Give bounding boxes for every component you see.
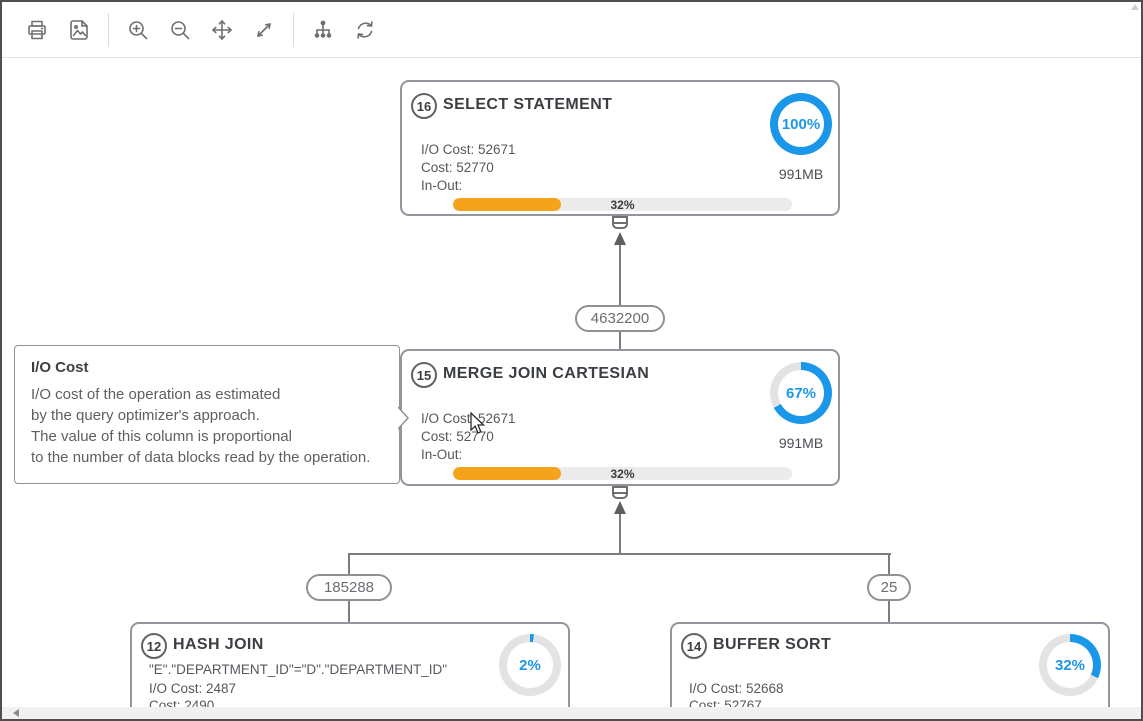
donut-percent-label: 2% bbox=[519, 656, 541, 674]
scroll-left-icon[interactable] bbox=[13, 709, 19, 717]
node-id-badge: 16 bbox=[411, 93, 437, 119]
tooltip-text: by the query optimizer's approach. bbox=[31, 407, 260, 424]
refresh-button[interactable] bbox=[344, 10, 386, 50]
tooltip-text: The value of this column is proportional bbox=[31, 428, 292, 445]
node-title: MERGE JOIN CARTESIAN bbox=[443, 365, 650, 382]
node-title: BUFFER SORT bbox=[713, 636, 832, 653]
cost-progress-bar: 32% bbox=[453, 198, 792, 211]
expand-icon bbox=[257, 22, 271, 37]
node-id-badge: 15 bbox=[411, 362, 437, 388]
zoom-in-icon bbox=[129, 20, 148, 39]
node-io-cost: I/O Cost: 52671 bbox=[421, 142, 516, 157]
percent-donut: 67% bbox=[770, 362, 832, 424]
refresh-icon bbox=[357, 20, 373, 39]
edge-line bbox=[888, 601, 890, 622]
edge-label-rows: 4632200 bbox=[575, 305, 665, 332]
toolbar bbox=[2, 2, 1141, 58]
expand-button[interactable] bbox=[243, 10, 285, 50]
tooltip-text: to the number of data blocks read by the… bbox=[31, 449, 371, 466]
collapse-handle[interactable] bbox=[612, 216, 628, 229]
node-io-cost: I/O Cost: 2487 bbox=[149, 681, 237, 696]
edge-label-rows: 25 bbox=[867, 574, 911, 601]
edge-line bbox=[619, 332, 621, 349]
edge-label-rows: 185288 bbox=[306, 574, 392, 601]
scroll-up-icon[interactable] bbox=[1131, 4, 1139, 10]
edge-line bbox=[348, 601, 350, 622]
toolbar-separator bbox=[108, 12, 109, 47]
node-bytes-label: 991MB bbox=[778, 435, 824, 451]
vertical-scrollbar[interactable] bbox=[1130, 2, 1141, 707]
hierarchy-layout-button[interactable] bbox=[302, 10, 344, 50]
edge-line bbox=[888, 555, 890, 574]
node-in-out: In-Out: bbox=[421, 178, 463, 193]
progress-fill bbox=[453, 467, 562, 480]
node-cost: Cost: 52770 bbox=[421, 429, 494, 444]
edge-arrowhead bbox=[614, 232, 626, 245]
node-join-condition: "E"."DEPARTMENT_ID"="D"."DEPARTMENT_ID" bbox=[149, 662, 448, 677]
node-title: HASH JOIN bbox=[173, 636, 264, 653]
donut-percent-label: 67% bbox=[785, 384, 817, 402]
zoom-out-icon bbox=[171, 20, 190, 39]
edge-line bbox=[619, 514, 621, 553]
tooltip-title: I/O Cost bbox=[31, 359, 89, 376]
toolbar-separator bbox=[293, 12, 294, 47]
percent-donut: 100% bbox=[770, 93, 832, 155]
plan-node-merge-join-cartesian[interactable]: 15 MERGE JOIN CARTESIAN I/O Cost: 52671 … bbox=[400, 349, 840, 486]
hierarchy-tree-icon bbox=[314, 20, 332, 38]
node-title: SELECT STATEMENT bbox=[443, 96, 613, 113]
horizontal-scrollbar[interactable] bbox=[2, 707, 1141, 719]
zoom-out-button[interactable] bbox=[159, 10, 201, 50]
node-in-out: In-Out: bbox=[421, 447, 463, 462]
zoom-in-button[interactable] bbox=[117, 10, 159, 50]
donut-percent-label: 100% bbox=[781, 115, 821, 133]
edge-line bbox=[348, 555, 350, 574]
edge-line bbox=[348, 553, 891, 555]
tooltip-pointer-icon bbox=[398, 406, 410, 430]
cost-progress-bar: 32% bbox=[453, 467, 792, 480]
pan-icon bbox=[212, 19, 232, 40]
pan-button[interactable] bbox=[201, 10, 243, 50]
node-id-badge: 14 bbox=[681, 633, 707, 659]
edge-line bbox=[619, 245, 621, 305]
progress-label: 32% bbox=[610, 467, 635, 480]
node-bytes-label: 991MB bbox=[778, 166, 824, 182]
print-icon bbox=[28, 20, 46, 39]
export-image-button[interactable] bbox=[58, 10, 100, 50]
print-button[interactable] bbox=[16, 10, 58, 50]
progress-label: 32% bbox=[610, 198, 635, 211]
node-io-cost: I/O Cost: 52671 bbox=[421, 411, 516, 426]
percent-donut: 32% bbox=[1039, 634, 1101, 696]
tooltip-text: I/O cost of the operation as estimated bbox=[31, 386, 281, 403]
collapse-handle[interactable] bbox=[612, 486, 628, 499]
percent-donut: 2% bbox=[499, 634, 561, 696]
mouse-cursor bbox=[470, 412, 486, 434]
image-file-icon bbox=[70, 19, 88, 40]
plan-node-hash-join[interactable]: 12 HASH JOIN "E"."DEPARTMENT_ID"="D"."DE… bbox=[130, 622, 570, 719]
io-cost-tooltip: I/O Cost I/O cost of the operation as es… bbox=[14, 345, 400, 484]
node-id-badge: 12 bbox=[141, 633, 167, 659]
progress-fill bbox=[453, 198, 562, 211]
node-io-cost: I/O Cost: 52668 bbox=[689, 681, 784, 696]
node-cost: Cost: 52770 bbox=[421, 160, 494, 175]
edge-arrowhead bbox=[614, 501, 626, 514]
donut-percent-label: 32% bbox=[1054, 656, 1086, 674]
plan-node-select-statement[interactable]: 16 SELECT STATEMENT I/O Cost: 52671 Cost… bbox=[400, 80, 840, 216]
